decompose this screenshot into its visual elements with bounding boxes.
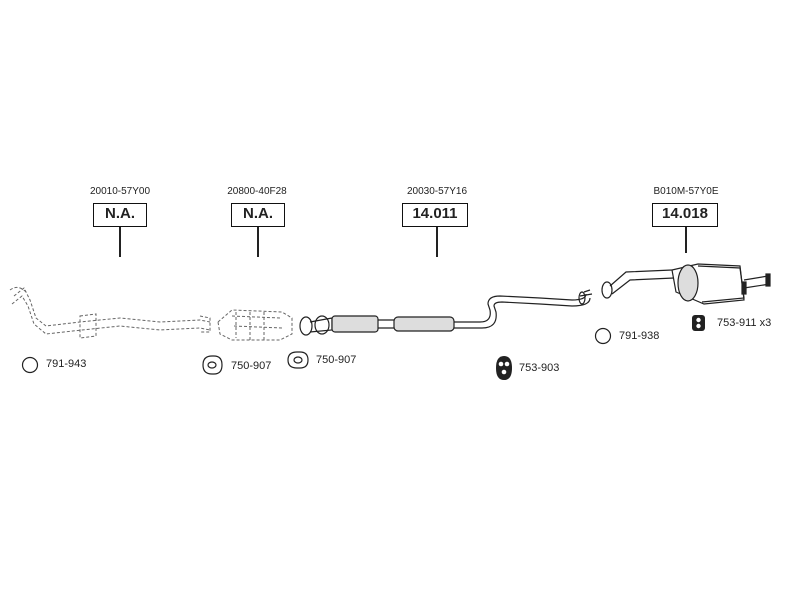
part-label-gasket: 750-907 xyxy=(316,354,357,366)
part-label-rubber-hanger: 753-903 xyxy=(519,362,560,374)
part-label-rubber-mount: 753-911 x3 xyxy=(717,317,772,329)
rear-silencer[interactable] xyxy=(601,263,771,305)
oem-number-rear-silencer: B010M-57Y0E xyxy=(653,186,719,197)
leader-line xyxy=(257,227,259,257)
o-ring-icon xyxy=(21,356,39,374)
gasket-icon xyxy=(202,355,223,375)
centre-silencer[interactable] xyxy=(299,289,593,336)
oem-number-catalytic-converter: 20800-40F28 xyxy=(227,186,287,197)
oem-number-centre-silencer: 20030-57Y16 xyxy=(406,186,468,197)
leader-line xyxy=(119,227,121,257)
ref-box-front-pipe[interactable]: N.A. xyxy=(93,203,147,227)
ref-box-centre-silencer[interactable]: 14.011 xyxy=(402,203,468,227)
ref-box-catalytic-converter[interactable]: N.A. xyxy=(231,203,285,227)
catalytic-converter[interactable] xyxy=(217,309,293,341)
leader-line xyxy=(436,227,438,257)
rubber-mount-icon xyxy=(692,315,705,331)
rubber-hanger-icon xyxy=(496,356,512,380)
leader-line xyxy=(685,227,687,253)
part-label-o-ring: 791-938 xyxy=(619,330,660,342)
gasket-icon xyxy=(287,351,309,369)
part-label-gasket: 750-907 xyxy=(231,360,272,372)
o-ring-icon xyxy=(594,327,612,345)
oem-number-front-pipe: 20010-57Y00 xyxy=(89,186,151,197)
part-label-o-ring: 791-943 xyxy=(46,358,87,370)
ref-box-rear-silencer[interactable]: 14.018 xyxy=(652,203,718,227)
front-pipe[interactable] xyxy=(9,286,211,339)
